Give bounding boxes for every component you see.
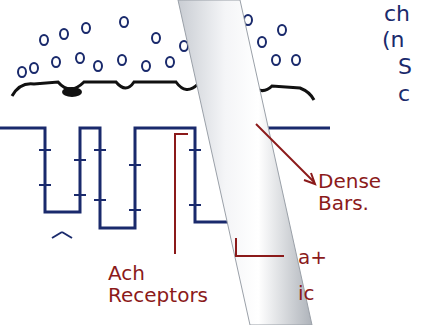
bracket bbox=[175, 134, 284, 256]
presynaptic-membrane bbox=[12, 82, 314, 100]
leader-line bbox=[256, 124, 315, 184]
part-label: Dense Bars. bbox=[318, 170, 418, 214]
receptor-ticks bbox=[39, 150, 238, 238]
cut-text: S bbox=[398, 55, 420, 79]
cut-text: ch bbox=[384, 2, 420, 26]
part-label: ic bbox=[298, 282, 338, 304]
pen bbox=[178, 0, 312, 325]
cut-text: (n bbox=[382, 28, 420, 52]
ion-label: a+ bbox=[298, 246, 338, 268]
synaptic-vesicles bbox=[18, 15, 300, 77]
cut-text: c bbox=[398, 82, 420, 106]
part-label: Ach Receptors bbox=[108, 262, 238, 306]
dense-bar bbox=[62, 87, 82, 97]
